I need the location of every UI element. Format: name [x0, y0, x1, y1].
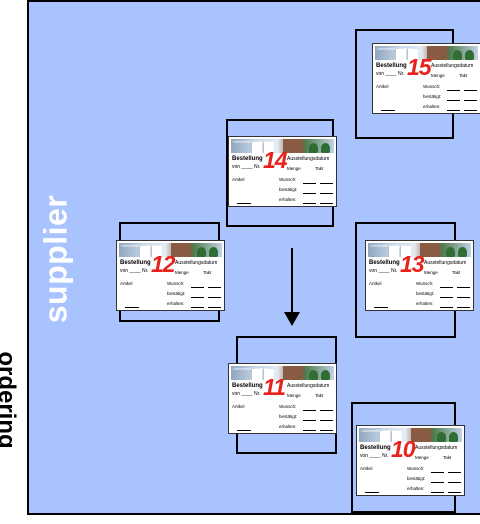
flow-arrow-head: [284, 312, 300, 326]
order-card-10[interactable]: Universität Stuttgart Bestellung Ausstel…: [356, 425, 465, 496]
form-artikel: Artikel: [360, 466, 373, 471]
form-wunsch: Wunsch:: [279, 177, 297, 182]
header-image: Universität Stuttgart: [359, 428, 462, 442]
header-image: Universität Stuttgart: [368, 243, 471, 257]
form-artikel: Artikel: [369, 281, 382, 286]
form-subtitle: Ausstellungsdatum: [431, 63, 474, 69]
order-card-15[interactable]: Universität Stuttgart Bestellung Ausstel…: [372, 43, 480, 114]
form-menge: Menge: [175, 270, 189, 275]
form-erhalten: erhalten:: [407, 486, 425, 491]
form-takt: Takt: [203, 270, 212, 275]
form-title: Bestellung: [120, 260, 151, 266]
form-title: Bestellung: [360, 445, 391, 451]
form-bestaetigt: bestätigt:: [279, 187, 298, 192]
form-title: Bestellung: [376, 63, 407, 69]
form-wunsch: Wunsch:: [279, 404, 297, 409]
form-bestaetigt: bestätigt:: [416, 291, 435, 296]
form-title: Bestellung: [232, 156, 263, 162]
form-bestaetigt: bestätigt:: [167, 291, 186, 296]
card-number: 12: [151, 251, 176, 277]
form-wunsch: Wunsch:: [167, 281, 185, 286]
card-number: 13: [400, 251, 425, 277]
card-number: 10: [391, 436, 416, 462]
form-menge: Menge: [424, 270, 438, 275]
form-von: von ____ Nr.: [232, 164, 261, 170]
form-wunsch: Wunsch:: [407, 466, 425, 471]
form-artikel: Artikel: [120, 281, 133, 286]
form-menge: Menge: [431, 73, 445, 78]
form-takt: Takt: [452, 270, 461, 275]
header-image: Universität Stuttgart: [231, 139, 334, 153]
form-subtitle: Ausstellungsdatum: [415, 445, 458, 451]
ordering-label: ordering: [0, 351, 20, 449]
form-erhalten: erhalten:: [279, 197, 297, 202]
form-wunsch: Wunsch:: [423, 84, 441, 89]
form-takt: Takt: [443, 455, 452, 460]
form-erhalten: erhalten:: [167, 301, 185, 306]
form-menge: Menge: [287, 166, 301, 171]
form-title: Bestellung: [232, 383, 263, 389]
form-von: von ____ Nr.: [376, 71, 405, 77]
form-subtitle: Ausstellungsdatum: [287, 383, 330, 389]
supplier-label: supplier: [37, 194, 74, 324]
form-takt: Takt: [315, 166, 324, 171]
form-erhalten: erhalten:: [416, 301, 434, 306]
form-artikel: Artikel: [376, 84, 389, 89]
order-card-11[interactable]: Universität Stuttgart Bestellung Ausstel…: [228, 363, 337, 434]
form-bestaetigt: bestätigt:: [279, 414, 298, 419]
order-card-13[interactable]: Universität Stuttgart Bestellung Ausstel…: [365, 240, 474, 311]
form-von: von ____ Nr.: [120, 268, 149, 274]
header-image: Universität Stuttgart: [119, 243, 222, 257]
form-bestaetigt: bestätigt:: [407, 476, 426, 481]
form-subtitle: Ausstellungsdatum: [424, 260, 467, 266]
header-image: Universität Stuttgart: [231, 366, 334, 380]
form-takt: Takt: [459, 73, 468, 78]
form-von: von ____ Nr.: [369, 268, 398, 274]
form-takt: Takt: [315, 393, 324, 398]
form-subtitle: Ausstellungsdatum: [175, 260, 218, 266]
form-artikel: Artikel: [232, 404, 245, 409]
form-erhalten: erhalten:: [279, 424, 297, 429]
form-artikel: Artikel: [232, 177, 245, 182]
form-menge: Menge: [415, 455, 429, 460]
card-number: 11: [263, 374, 286, 400]
form-wunsch: Wunsch:: [416, 281, 434, 286]
form-von: von ____ Nr.: [232, 391, 261, 397]
header-image: Universität Stuttgart: [375, 46, 478, 60]
form-menge: Menge: [287, 393, 301, 398]
form-bestaetigt: bestätigt:: [423, 94, 442, 99]
form-subtitle: Ausstellungsdatum: [287, 156, 330, 162]
form-von: von ____ Nr.: [360, 453, 389, 459]
card-number: 14: [263, 147, 288, 173]
flow-arrow-shaft: [291, 248, 293, 314]
order-card-12[interactable]: Universität Stuttgart Bestellung Ausstel…: [116, 240, 225, 311]
order-card-14[interactable]: Universität Stuttgart Bestellung Ausstel…: [228, 136, 337, 207]
form-title: Bestellung: [369, 260, 400, 266]
card-number: 15: [407, 54, 432, 80]
form-erhalten: erhalten:: [423, 104, 441, 109]
